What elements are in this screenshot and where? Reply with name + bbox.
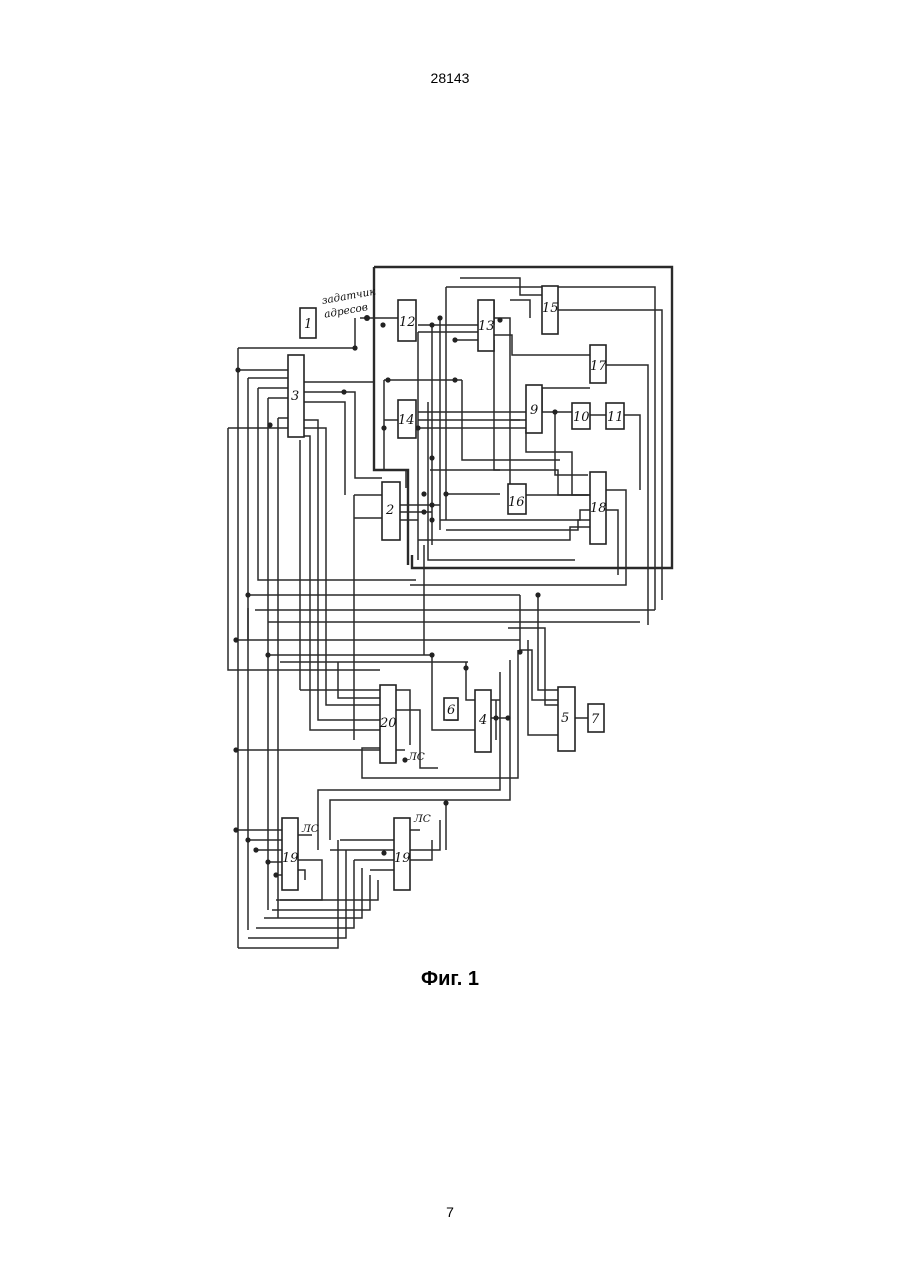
page-number: 7	[0, 1204, 900, 1220]
block-13-label: 13	[478, 319, 495, 334]
signal-label-ls-19-left: ЛС	[301, 823, 319, 835]
block-4-label: 4	[478, 713, 487, 728]
block-5: 5	[558, 687, 575, 751]
block-5-label: 5	[561, 711, 569, 726]
block-12: 12	[398, 300, 416, 341]
signal-label-ls-20: ЛС	[407, 751, 425, 763]
block-6: 6	[444, 698, 458, 720]
block-19-right-label: 19	[394, 851, 411, 866]
block-20-label: 20	[379, 716, 397, 731]
block-13: 13	[478, 300, 495, 351]
block-20: 20	[379, 685, 397, 763]
address-setter-annotation: задатчик адресов	[321, 286, 380, 321]
block-11: 11	[606, 403, 624, 429]
signal-label-ls-19-right: ЛС	[413, 813, 431, 825]
block-9-label: 9	[530, 403, 538, 418]
block-18: 18	[590, 472, 607, 544]
block-17: 17	[590, 345, 607, 383]
block-7-label: 7	[591, 712, 600, 727]
block-10-label: 10	[573, 410, 590, 425]
block-15: 15	[542, 286, 559, 334]
block-15-label: 15	[542, 301, 559, 316]
block-19-left-label: 19	[282, 851, 299, 866]
figure-caption: Фиг. 1	[0, 968, 900, 991]
junction-dots	[233, 315, 557, 878]
block-9: 9	[526, 385, 542, 433]
block-4: 4	[475, 690, 491, 752]
block-16: 16	[508, 484, 526, 514]
block-2-label: 2	[385, 503, 394, 518]
block-12-label: 12	[399, 315, 416, 330]
block-19-left: 19	[282, 818, 299, 890]
block-1: 1	[300, 308, 316, 338]
block-1-label: 1	[304, 317, 312, 332]
block-19-right: 19	[394, 818, 411, 890]
block-11-label: 11	[607, 410, 624, 425]
block-16-label: 16	[508, 495, 525, 510]
block-17-label: 17	[590, 359, 607, 374]
block-10: 10	[572, 403, 590, 429]
block-2: 2	[382, 482, 400, 540]
block-14: 14	[398, 400, 416, 438]
block-18-label: 18	[590, 501, 607, 516]
block-3-label: 3	[291, 389, 299, 404]
block-3: 3	[288, 355, 304, 437]
block-14-label: 14	[398, 413, 415, 428]
block-6-label: 6	[447, 703, 455, 718]
block-7: 7	[588, 704, 604, 732]
